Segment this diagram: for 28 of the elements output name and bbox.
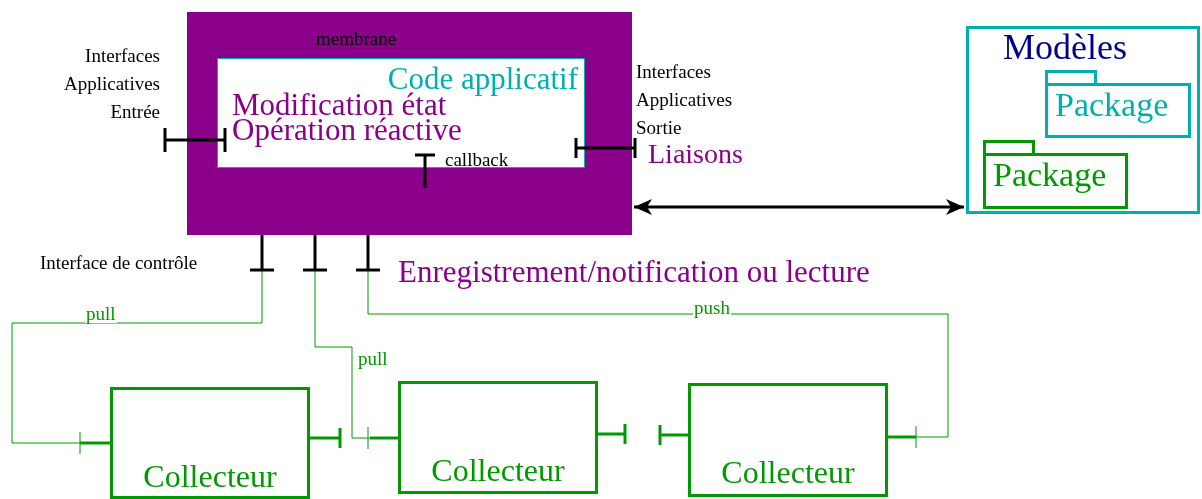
port-label: Interface de contrôle (40, 253, 198, 272)
package-label: Package (993, 158, 1107, 192)
group-label: Enregistrement/notification ou lecture (398, 256, 870, 287)
edge-label: pull (357, 349, 389, 368)
package-box (983, 140, 1128, 209)
connector (11, 268, 276, 455)
collector-label: Collecteur (720, 456, 856, 488)
collector-label: Collecteur (430, 454, 566, 486)
models-box (966, 26, 1200, 214)
edge-label: pull (85, 304, 117, 323)
membrane-label: membrane (316, 29, 397, 48)
collector-box (398, 381, 598, 494)
package-label: Package (1055, 88, 1169, 122)
code-box (217, 58, 585, 168)
interface-label: Interfaces Applicatives Sortie (636, 60, 734, 140)
port-label: callback (445, 150, 509, 169)
collector-label: Collecteur (142, 460, 278, 492)
edge-label: push (693, 298, 731, 317)
collector-box (110, 387, 310, 499)
title-text: Modèles (1003, 29, 1127, 65)
body-text: Opération réactive (232, 114, 462, 145)
edge-label: Liaisons (648, 140, 743, 168)
membrane-box (187, 12, 632, 235)
package-box (1045, 70, 1191, 138)
connector (354, 268, 949, 449)
interface-label: Interfaces Applicatives Entrée (62, 44, 160, 124)
connector (634, 199, 964, 215)
collector-box (688, 383, 888, 497)
